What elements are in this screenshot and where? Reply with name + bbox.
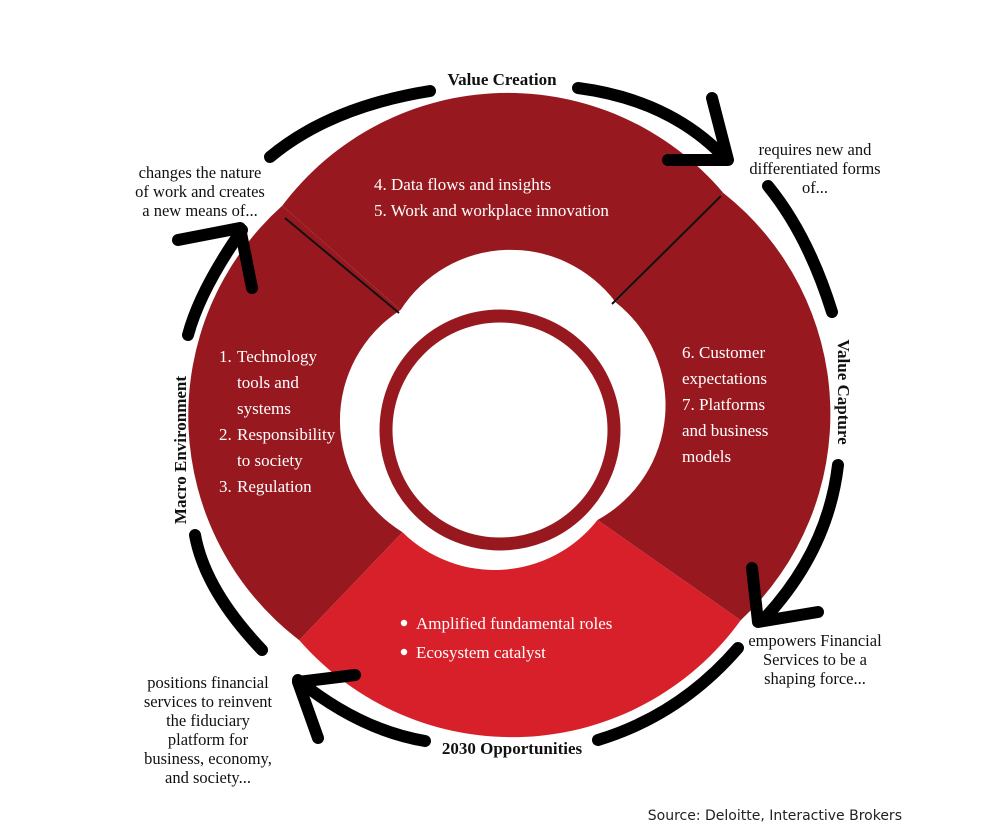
segment-item: 6. Customer [682,343,765,362]
arc-top-left [264,85,436,163]
stage-label-left: Macro Environment [171,376,190,524]
segment-item: Ecosystem catalyst [416,643,546,662]
segment-item: Technology [237,347,318,366]
segment-value-capture [597,192,831,621]
segment-item: 5. Work and workplace innovation [374,201,609,220]
stage-label-right: Value Capture [834,339,853,445]
divider-line [284,217,400,314]
stage-label-top: Value Creation [447,70,557,89]
arrow-head-icon [746,562,824,628]
arc-bottom-right [592,642,744,746]
segment-item: tools and [237,373,299,392]
arrow-head-icon [172,222,258,294]
segment-item: expectations [682,369,767,388]
note-bottom-right: empowers Financial Services to be a shap… [748,631,882,688]
cycle-ring [182,82,844,747]
arc-bottom-left [292,674,431,747]
segment-item: Responsibility [237,425,336,444]
bullet-icon [400,648,408,656]
segment-item: 7. Platforms [682,395,765,414]
note-bottom-left: positions financial services to reinvent… [143,673,273,787]
segment-item-number: 3. [219,477,232,496]
arc-right-lower [759,459,844,624]
note-top-right: requires new and differentiated forms of… [749,140,881,197]
arc-left-lower [189,529,268,656]
segment-item: Regulation [237,477,312,496]
note-top-left: changes the nature of work and creates a… [135,163,265,220]
center-disk [369,299,631,561]
segment-item-number: 1. [219,347,232,366]
arc-left-upper [182,224,248,341]
bullet-icon [400,619,408,627]
arrow-head-icon [292,669,361,744]
segment-item: systems [237,399,291,418]
segment-value-creation [282,92,724,311]
arc-top-right [572,82,731,164]
segment-item: models [682,447,731,466]
segment-macro-environment [188,205,403,641]
arrow-head-icon [662,92,734,166]
segment-item-number: 2. [219,425,232,444]
segment-item: and business [682,421,768,440]
source-caption: Source: Deloitte, Interactive Brokers [647,808,902,824]
arc-right-upper [762,180,838,318]
segment-item: 4. Data flows and insights [374,175,551,194]
inner-ring [379,309,621,551]
segment-2030-opportunities [299,520,741,738]
stage-label-bottom: 2030 Opportunities [442,739,583,758]
segment-item: Amplified fundamental roles [416,614,612,633]
divider-line [611,195,722,305]
segment-item: to society [237,451,303,470]
